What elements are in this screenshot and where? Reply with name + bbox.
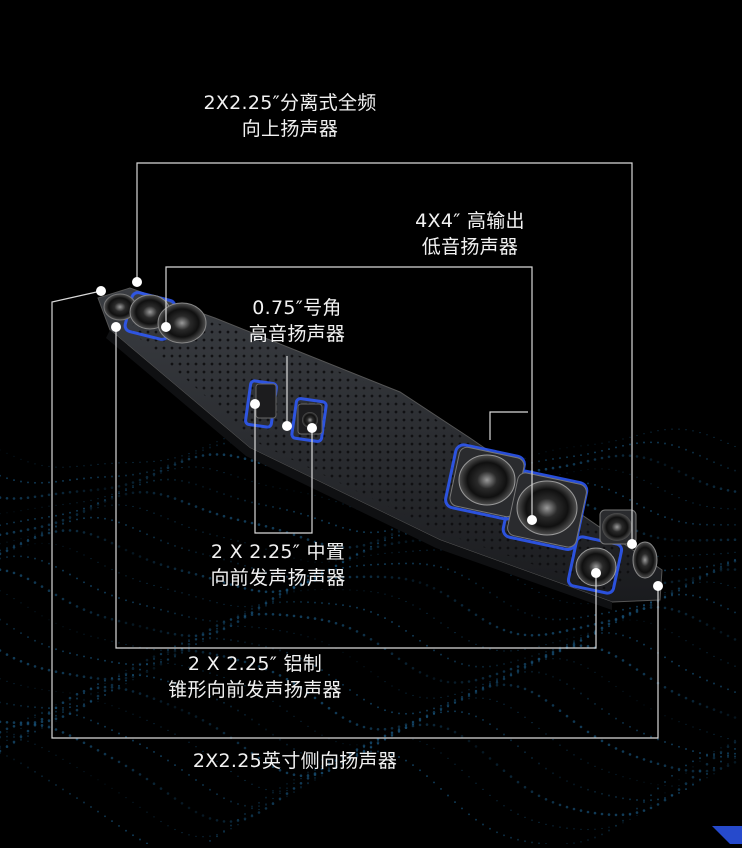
callout-dots: [96, 277, 663, 591]
upfiring-leader: [136, 162, 633, 544]
woofer-label: 4X4″ 高输出 低音扬声器: [415, 210, 525, 258]
aluminum-speaker-label: 2 X 2.25″ 铝制 锥形向前发声扬声器: [168, 653, 342, 701]
center-leader: [254, 404, 313, 534]
upfiring-driver-left: [103, 293, 207, 344]
side-leader: [51, 290, 659, 739]
side-speaker-label: 2X2.25英寸侧向扬声器: [192, 750, 398, 772]
tweeter-label: 0.75″号角 高音扬声器: [248, 297, 346, 345]
woofer-leader: [165, 266, 533, 520]
aluminum-leader: [115, 327, 597, 649]
center-speaker-label: 2 X 2.25″ 中置 向前发声扬声器: [210, 541, 346, 589]
aluminum-driver-right: [575, 509, 658, 587]
upfiring-speaker-label: 2X2.25″分离式全频 向上扬声器: [203, 92, 377, 140]
woofer-leader-2: [489, 411, 528, 440]
callout-lines: [51, 162, 659, 739]
corner-accent: [712, 826, 742, 844]
